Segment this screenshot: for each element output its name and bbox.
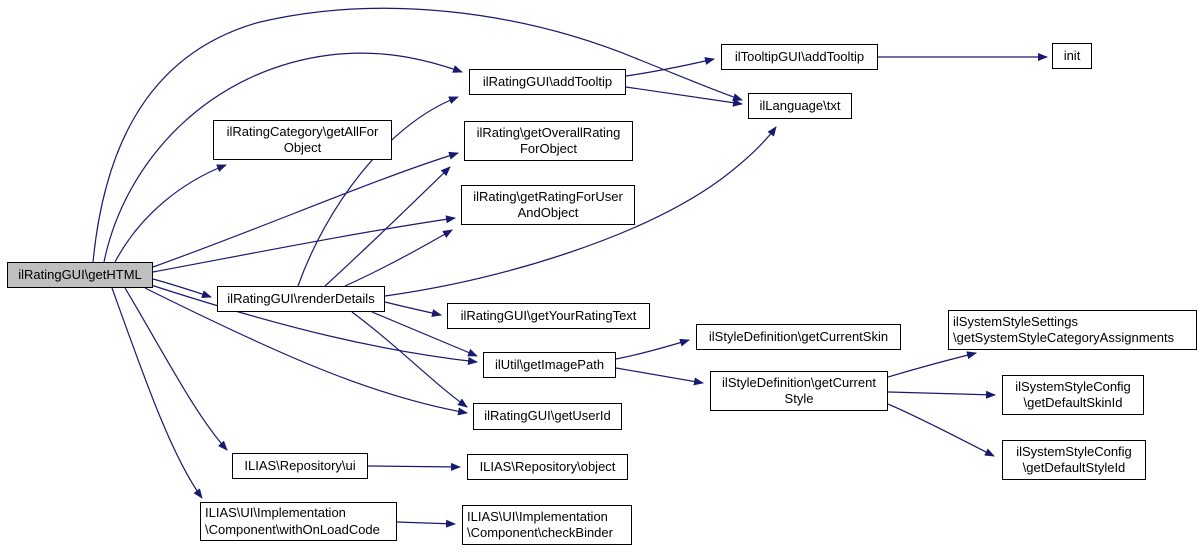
edge-getcurrentstyle-defaultskinid [887, 390, 996, 399]
node-ilsystemstylesettings-getsystemstylecategoryassignments[interactable]: ilSystemStyleSettings \getSystemStyleCat… [948, 310, 1197, 350]
node-ilias-repository-object[interactable]: ILIAS\Repository\object [467, 454, 628, 480]
edge-gethtml-txt [92, 7, 743, 263]
edge-renderdetails-txt [384, 126, 777, 297]
node-ilrating-getratingforuserandobject[interactable]: ilRating\getRatingForUser AndObject [461, 185, 635, 225]
node-ilratinggui-renderdetails[interactable]: ilRatingGUI\renderDetails [217, 286, 385, 312]
node-ilratinggui-gethtml[interactable]: ilRatingGUI\getHTML [7, 262, 153, 288]
node-ilutil-getimagepath[interactable]: ilUtil\getImagePath [483, 352, 616, 378]
edge-renderdetails-addtooltip [297, 96, 459, 287]
edge-renderdetails-getratingforuser [344, 229, 453, 287]
edge-getcurrentstyle-stylesettings [887, 351, 977, 378]
node-ilratingcategory-getallforobject[interactable]: ilRatingCategory\getAllFor Object [213, 120, 392, 160]
node-ilratinggui-addtooltip[interactable]: ilRatingGUI\addTooltip [469, 69, 626, 95]
edge-getimagepath-getcurrentstyle [615, 367, 704, 386]
node-ilias-ui-implementation-component-checkbinder[interactable]: ILIAS\UI\Implementation \Component\check… [462, 505, 632, 545]
edge-renderdetails-getuserid [351, 311, 468, 408]
node-ilratinggui-getuserid[interactable]: ilRatingGUI\getUserId [473, 403, 622, 430]
edge-gethtml-ui [124, 287, 228, 451]
node-ilias-ui-implementation-component-withonloadcode[interactable]: ILIAS\UI\Implementation \Component\withO… [200, 502, 397, 541]
node-ilstyledefinition-getcurrentskin[interactable]: ilStyleDefinition\getCurrentSkin [696, 324, 901, 350]
node-ilratinggui-getyourratingtext[interactable]: ilRatingGUI\getYourRatingText [447, 303, 650, 329]
edge-gethtml-getallforobject [114, 164, 227, 263]
edge-renderdetails-getoverallrating [324, 166, 451, 287]
node-illanguage-txt[interactable]: ilLanguage\txt [748, 93, 852, 119]
edge-gethtml-getimagepath [150, 284, 478, 365]
node-ilstyledefinition-getcurrentstyle[interactable]: ilStyleDefinition\getCurrent Style [710, 371, 888, 411]
node-ilsystemstyleconfig-getdefaultstyleid[interactable]: ilSystemStyleConfig \getDefaultStyleId [1002, 440, 1146, 480]
edge-gethtml-addtooltip [103, 52, 463, 263]
node-ilias-repository-ui[interactable]: ILIAS\Repository\ui [232, 453, 368, 479]
edge-addtooltip-tooltipaddtooltip [625, 57, 715, 77]
edge-getcurrentstyle-defaultstyleid [887, 403, 995, 457]
edge-gethtml-getratingforuser [152, 215, 456, 273]
edge-gethtml-renderdetails [152, 278, 212, 298]
edge-renderdetails-getyourratingtext [384, 301, 442, 317]
edge-withonloadcode-checkbinder [396, 519, 456, 528]
node-iltooltipgui-addtooltip[interactable]: ilTooltipGUI\addTooltip [721, 44, 878, 70]
edge-ui-object [367, 462, 461, 471]
edge-gethtml-getoverallrating [152, 151, 459, 268]
node-ilsystemstyleconfig-getdefaultskinid[interactable]: ilSystemStyleConfig \getDefaultSkinId [1002, 375, 1144, 415]
edge-renderdetails-getimagepath [371, 311, 478, 357]
edge-gethtml-withonloadcode [111, 287, 203, 499]
edge-addtooltip-txt [625, 86, 743, 107]
edge-gethtml-getuserid [144, 287, 468, 416]
edge-getimagepath-getcurrentskin [615, 338, 690, 360]
node-ilrating-getoverallratingforobject[interactable]: ilRating\getOverallRating ForObject [464, 121, 633, 161]
node-init[interactable]: init [1052, 43, 1092, 69]
